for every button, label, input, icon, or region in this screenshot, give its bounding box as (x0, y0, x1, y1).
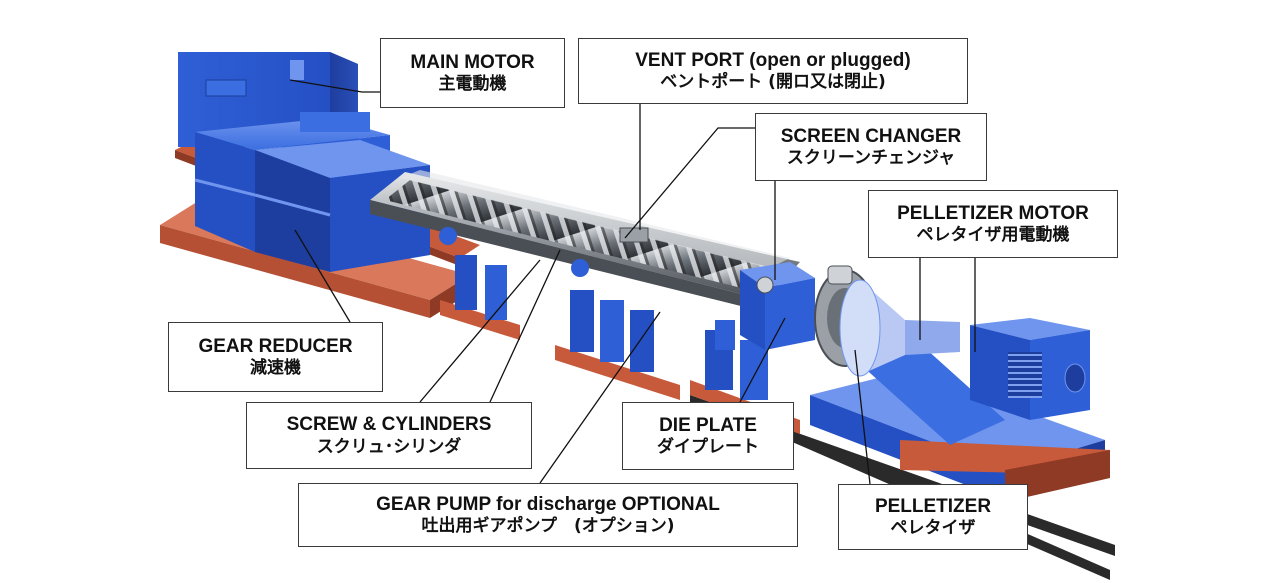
pelletizer-motor (970, 318, 1090, 420)
leader-pelletizer (854, 349, 871, 485)
leader-main-motor (289, 79, 380, 93)
leader-die-plate (739, 317, 786, 403)
label-vent-port-en: VENT PORT (open or plugged) (635, 49, 911, 71)
label-die-plate: DIE PLATE ダイプレート (622, 402, 794, 470)
label-die-plate-jp: ダイプレート (657, 437, 759, 458)
label-vent-port: VENT PORT (open or plugged) ベントポート (開ロ又は… (578, 38, 968, 104)
label-pelletizer-jp: ペレタイザ (890, 518, 976, 539)
leader-gear-pump (539, 311, 661, 484)
leader-screw-2 (489, 249, 561, 403)
label-main-motor-jp: 主電動機 (438, 74, 507, 95)
label-screen-changer-en: SCREEN CHANGER (780, 125, 962, 147)
label-screw-cylinders: SCREW & CYLINDERS スクリュ･シリンダ (246, 402, 532, 469)
label-pelletizer-motor: PELLETIZER MOTOR ペレタイザ用電動機 (868, 190, 1118, 258)
label-gear-reducer-jp: 減速機 (250, 358, 301, 379)
label-gear-pump-jp: 吐出用ギアポンプ (オプション) (421, 516, 675, 537)
leader-lines (289, 79, 976, 485)
label-gear-pump: GEAR PUMP for discharge OPTIONAL 吐出用ギアポン… (298, 483, 798, 547)
label-pelletizer-motor-en: PELLETIZER MOTOR (897, 202, 1089, 224)
pelletizer-base (810, 330, 1110, 502)
label-screw-cylinders-jp: スクリュ･シリンダ (316, 436, 462, 457)
label-main-motor-en: MAIN MOTOR (410, 51, 535, 73)
label-gear-reducer-en: GEAR REDUCER (198, 335, 353, 357)
label-screen-changer-jp: スクリーンチェンジャ (786, 148, 956, 169)
label-pelletizer-en: PELLETIZER (874, 495, 992, 517)
leader-screw-1 (419, 259, 541, 403)
leader-screen-changer (624, 127, 755, 239)
label-gear-pump-en: GEAR PUMP for discharge OPTIONAL (376, 493, 720, 515)
leader-gear-reducer (294, 229, 351, 323)
label-pelletizer: PELLETIZER ペレタイザ (838, 484, 1028, 550)
label-screw-cylinders-en: SCREW & CYLINDERS (286, 414, 492, 435)
label-vent-port-jp: ベントポート (開ロ又は閉止) (660, 72, 886, 93)
label-pelletizer-motor-jp: ペレタイザ用電動機 (916, 225, 1070, 246)
label-main-motor: MAIN MOTOR 主電動機 (380, 38, 565, 108)
screw-barrel (370, 170, 800, 312)
label-screen-changer: SCREEN CHANGER スクリーンチェンジャ (755, 113, 987, 181)
label-gear-reducer: GEAR REDUCER 減速機 (168, 322, 383, 392)
label-die-plate-en: DIE PLATE (659, 414, 757, 436)
pelletizer-housing (839, 279, 960, 377)
